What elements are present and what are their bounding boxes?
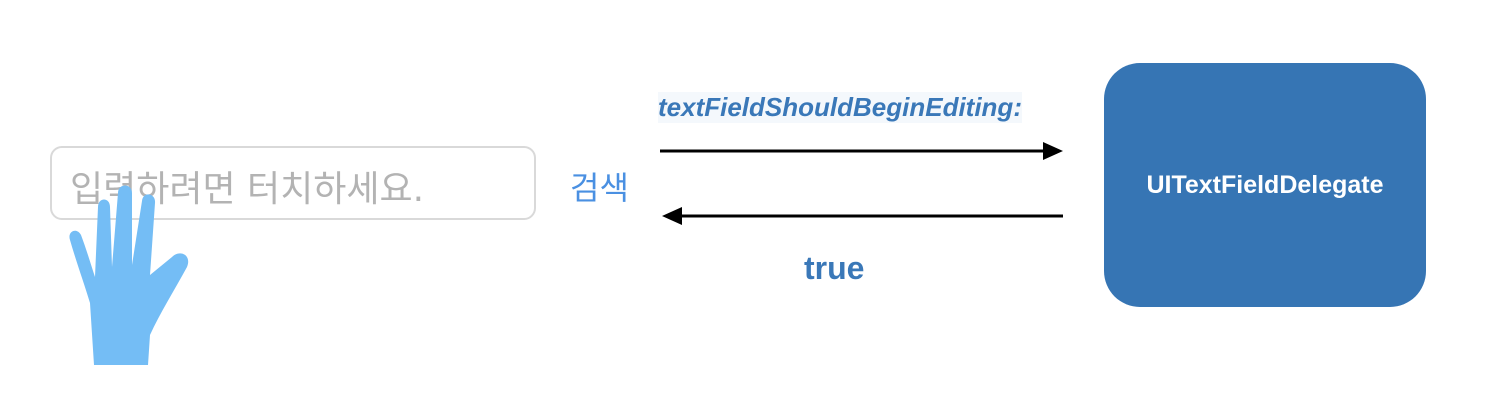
- return-value-label: true: [804, 250, 865, 286]
- delegate-box: UITextFieldDelegate: [1104, 63, 1426, 307]
- delegate-label: UITextFieldDelegate: [1146, 171, 1384, 199]
- search-label: 검색: [570, 169, 629, 207]
- response-arrow: [662, 207, 1063, 225]
- request-arrow: [660, 142, 1063, 160]
- method-call-label: textFieldShouldBeginEditing:: [658, 92, 1022, 123]
- message-arrows: [660, 142, 1063, 225]
- hand-icon: [69, 185, 189, 365]
